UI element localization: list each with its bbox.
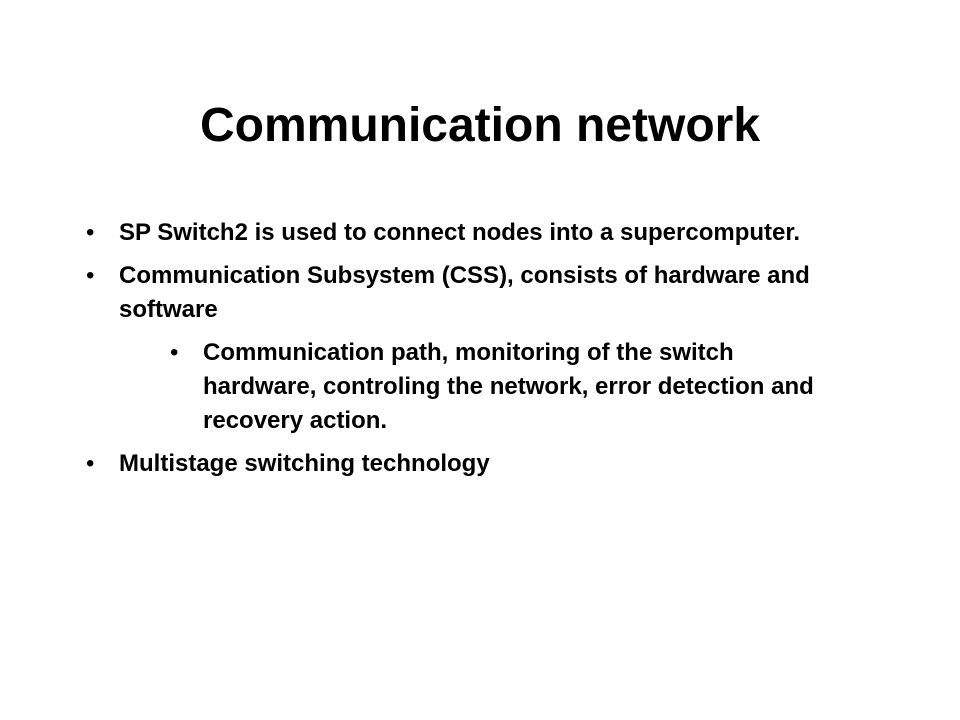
bullet-item-css: • Communication Subsystem (CSS), consist… <box>86 259 839 327</box>
sub-bullet-item-communication-path: • Communication path, monitoring of the … <box>170 336 823 438</box>
bullet-marker: • <box>86 219 95 246</box>
bullet-text: Multistage switching technology <box>119 450 490 477</box>
bullet-marker: • <box>170 339 179 366</box>
bullet-marker: • <box>86 450 95 477</box>
bullet-text: SP Switch2 is used to connect nodes into… <box>119 219 801 246</box>
bullet-text: Communication path, monitoring of the sw… <box>203 339 814 434</box>
bullet-text: Communication Subsystem (CSS), consists … <box>119 262 810 323</box>
slide-title: Communication network <box>199 99 761 152</box>
bullet-item-switch2: • SP Switch2 is used to connect nodes in… <box>86 216 839 250</box>
bullet-list: • SP Switch2 is used to connect nodes in… <box>86 216 886 490</box>
bullet-marker: • <box>86 262 95 289</box>
bullet-item-multistage: • Multistage switching technology <box>86 447 839 481</box>
